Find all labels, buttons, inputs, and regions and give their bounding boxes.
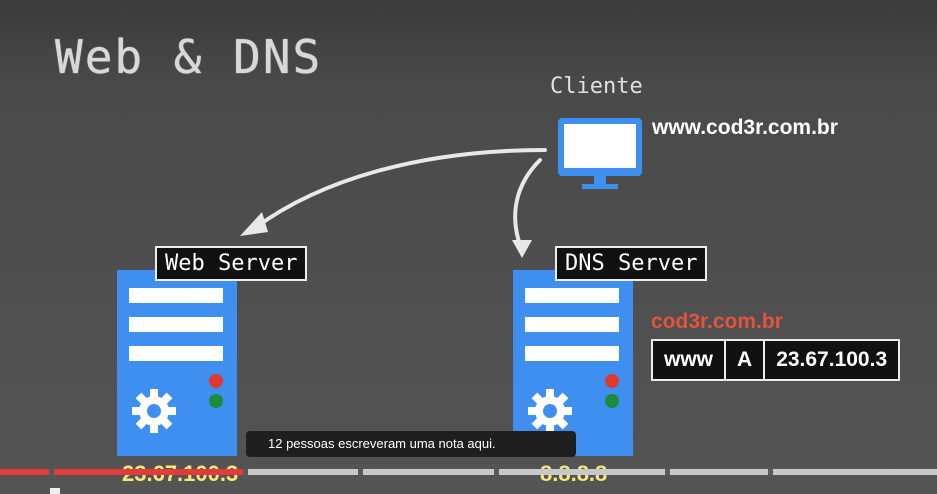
dns-record-table: www A 23.67.100.3 (651, 339, 901, 381)
arrow-to-dns-server (513, 158, 542, 247)
client-url: www.cod3r.com.br (652, 116, 838, 139)
chapter-marker[interactable] (494, 469, 499, 475)
divider (724, 341, 727, 379)
web-server-label: Web Server (155, 246, 308, 281)
divider (763, 341, 766, 379)
led-green (605, 394, 619, 408)
led-red (209, 374, 223, 388)
server-slot (129, 288, 223, 303)
server-slot (525, 346, 619, 361)
dns-server-icon (513, 270, 633, 456)
chapter-marker[interactable] (358, 469, 363, 475)
dns-server-label: DNS Server (555, 246, 708, 281)
record-value: 23.67.100.3 (776, 348, 888, 371)
chapter-marker[interactable] (243, 469, 248, 475)
notes-tooltip: 12 pessoas escreveram uma nota aqui. (246, 431, 576, 457)
chapter-marker[interactable] (768, 469, 773, 475)
arrow-head-web (240, 212, 268, 236)
gear-icon (528, 389, 572, 433)
server-slot (525, 317, 619, 332)
chapter-marker[interactable] (49, 469, 54, 475)
server-slot (129, 346, 223, 361)
gear-icon (132, 389, 176, 433)
progress-played (0, 469, 244, 475)
monitor-icon (558, 118, 642, 189)
slide-title: Web & DNS (55, 30, 323, 84)
progress-bar[interactable] (0, 469, 937, 475)
dns-domain: cod3r.com.br (651, 310, 783, 333)
server-slot (129, 317, 223, 332)
led-green (209, 394, 223, 408)
record-type: A (737, 348, 753, 371)
scrubber-handle[interactable] (50, 488, 60, 494)
client-label: Cliente (550, 74, 643, 99)
led-red (605, 374, 619, 388)
server-slot (525, 288, 619, 303)
record-name: www (664, 348, 714, 371)
arrow-to-web-server (253, 148, 547, 230)
web-server-icon (117, 270, 237, 456)
arrow-head-dns (512, 240, 532, 258)
chapter-marker[interactable] (665, 469, 670, 475)
